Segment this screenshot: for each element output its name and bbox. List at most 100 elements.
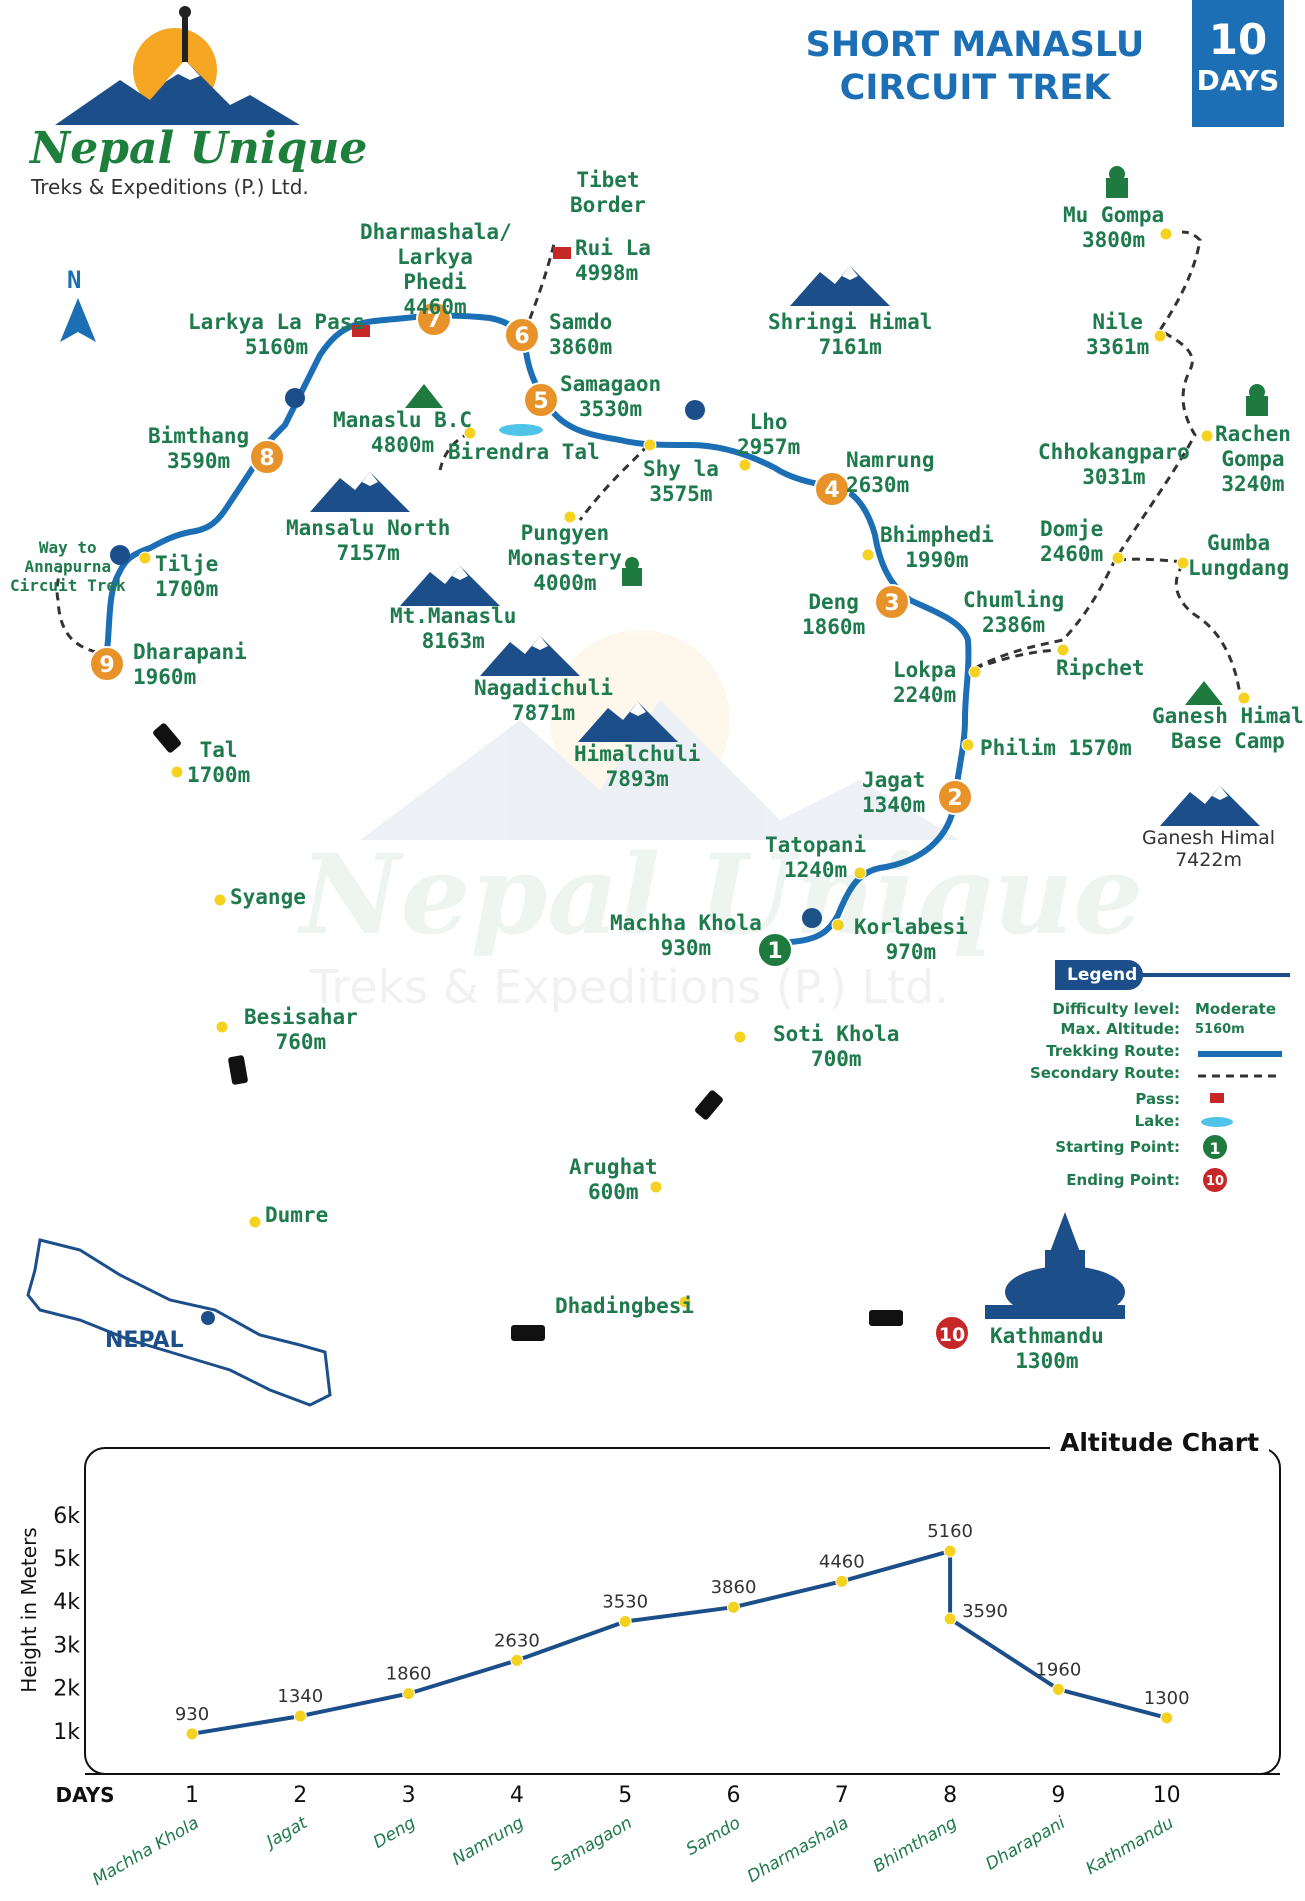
legend-altitude-label: Max. Altitude: [1060, 1020, 1180, 1038]
logo-artwork [55, 6, 300, 125]
lake-icon-birendra-tal [499, 424, 543, 436]
mountain-icon-manaslu [400, 566, 500, 606]
legend-trekking-route: Trekking Route: [1046, 1042, 1180, 1060]
chart-data-point [943, 1612, 957, 1626]
chart-y-tick-label: 6k [53, 1504, 80, 1529]
chart-data-label: 4460 [819, 1551, 865, 1572]
chart-place-label: Jagat [261, 1812, 312, 1853]
chart-x-axis-label: DAYS [55, 1783, 114, 1807]
chart-y-tick-label: 4k [53, 1590, 80, 1615]
chart-data-label: 1340 [277, 1686, 323, 1707]
legend-altitude-value: 5160m [1195, 1022, 1245, 1037]
nepal-outline [26, 1238, 332, 1407]
watermark-name: Nepal Unique [300, 830, 1144, 959]
stop-marker-4: 4 [814, 471, 850, 507]
chart-place-label: Samagaon [547, 1813, 635, 1876]
chart-data-point [835, 1574, 849, 1588]
chart-data-label: 1300 [1144, 1688, 1190, 1709]
label-philim: Philim 1570m [980, 736, 1132, 760]
legend-end-icon: 10 [1201, 1166, 1229, 1194]
chart-y-tick-label: 5k [53, 1547, 80, 1572]
chart-data-point [1051, 1682, 1065, 1696]
stop-marker-9: 9 [89, 646, 125, 682]
chart-data-point [727, 1600, 740, 1614]
chart-y-tick-label: 3k [53, 1633, 80, 1658]
stop-marker-8: 8 [249, 439, 285, 475]
label-dumre: Dumre [265, 1203, 329, 1227]
legend-secondary-route: Secondary Route: [1030, 1064, 1180, 1082]
label-birendra-tal: Birendra Tal [448, 440, 600, 464]
label-dhadingbesi: Dhadingbesi [555, 1294, 695, 1318]
bus-icon [228, 1055, 248, 1085]
chart-place-label: Machha Khola [89, 1813, 202, 1890]
days-label: DAYS [1196, 64, 1280, 97]
stop-marker-10: 10 [934, 1315, 970, 1351]
stop-marker-3: 3 [874, 584, 910, 620]
chart-data-point [402, 1687, 416, 1701]
chart-data-label: 5160 [927, 1521, 973, 1542]
vehicle-icons [153, 723, 903, 1341]
watermark-subtitle: Treks & Expeditions (P.) Ltd. [310, 960, 949, 1014]
title-line-2: CIRCUIT TREK [839, 68, 1111, 108]
logo-name: Nepal Unique [30, 123, 368, 174]
secondary-routes [55, 230, 1242, 696]
chart-day-tick-label: 6 [727, 1783, 741, 1808]
legend-difficulty-label: Difficulty level: [1052, 1000, 1180, 1018]
days-number: 10 [1208, 15, 1268, 64]
gompa-icon-rachen [1246, 384, 1268, 416]
label-nepal: NEPAL [105, 1328, 184, 1353]
title-line-1: SHORT MANASLU [805, 25, 1145, 65]
chart-data-point [618, 1615, 632, 1629]
chart-day-tick-label: 8 [943, 1783, 957, 1808]
chart-day-tick-label: 4 [510, 1783, 524, 1808]
hiker-icon [110, 545, 130, 565]
chart-data-point [943, 1544, 957, 1558]
chart-day-tick-label: 5 [618, 1783, 632, 1808]
legend-starting-point: Starting Point: [1055, 1138, 1180, 1156]
mountain-icon-nagadichuli [480, 636, 580, 676]
chart-place-label: Dharmashala [744, 1813, 852, 1887]
stop-marker-2: 2 [937, 779, 973, 815]
mountain-icons [310, 266, 1260, 826]
legend-lake: Lake: [1134, 1112, 1180, 1130]
legend-graphics [1140, 973, 1290, 1127]
chart-data-point [185, 1727, 199, 1741]
chart-series-line [191, 1549, 1168, 1736]
mountain-icon-ganesh [1160, 786, 1260, 826]
legend-pass: Pass: [1135, 1090, 1180, 1108]
chart-title: Altitude Chart [1050, 1428, 1270, 1457]
chart-y-tick-label: 1k [53, 1720, 80, 1745]
mountain-icon-himalchuli [578, 702, 678, 742]
chart-data-label: 930 [175, 1704, 209, 1725]
legend-difficulty-value: Moderate [1195, 1000, 1277, 1018]
bus-icon [153, 723, 181, 753]
hiker-icon [285, 388, 305, 408]
